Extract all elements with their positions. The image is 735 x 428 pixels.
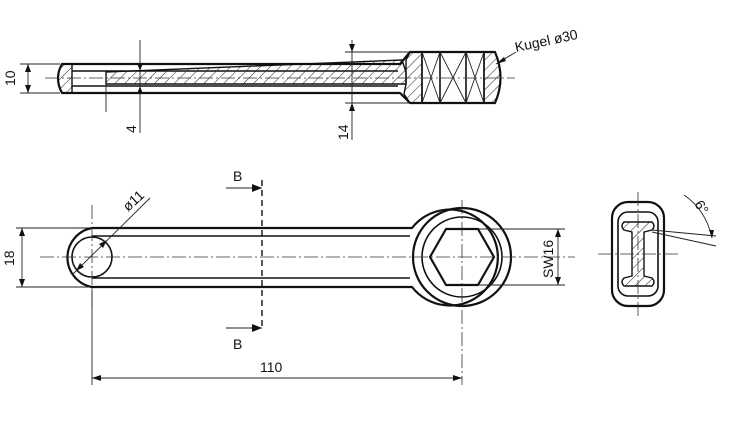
- dim-sw16-label: SW16: [540, 240, 556, 278]
- section-b-bottom-label: B: [233, 336, 242, 352]
- dim-4-label: 4: [123, 125, 139, 133]
- section-b-top-label: B: [233, 168, 242, 184]
- section-b-top: B: [226, 168, 262, 192]
- kugel-leader: Kugel ø30: [495, 26, 579, 65]
- dim-6deg-label: 6°: [691, 197, 712, 217]
- front-view-slot: [92, 235, 410, 279]
- dim-110: 110: [91, 290, 462, 385]
- kugel-label: Kugel ø30: [513, 26, 579, 55]
- dim-110-label: 110: [260, 359, 283, 375]
- side-view-head-hex: [421, 51, 485, 104]
- dim-14: 14: [335, 40, 410, 140]
- dim-10-label: 10: [2, 70, 18, 86]
- dim-4: 4: [105, 40, 143, 133]
- front-view-outline: [66, 208, 499, 307]
- section-b-bottom: B: [226, 324, 262, 352]
- dim-14-label: 14: [335, 124, 351, 140]
- side-view: 10 4 14 Kugel ø30: [2, 26, 579, 140]
- dim-sw16: SW16: [478, 228, 565, 286]
- dim-18-label: 18: [1, 250, 17, 266]
- section-inner: [617, 211, 659, 297]
- side-view-left-cap: [57, 63, 73, 94]
- side-view-head-left: [403, 51, 423, 104]
- side-view-head-right: [483, 51, 502, 104]
- dim-18: 18: [1, 227, 90, 288]
- section-bb-view: 6°: [598, 192, 717, 316]
- dim-10: 10: [2, 63, 60, 94]
- dim-11-label: ø11: [119, 187, 147, 214]
- front-view: B B ø11 18 SW: [1, 168, 575, 385]
- dim-6deg: 6°: [651, 194, 717, 247]
